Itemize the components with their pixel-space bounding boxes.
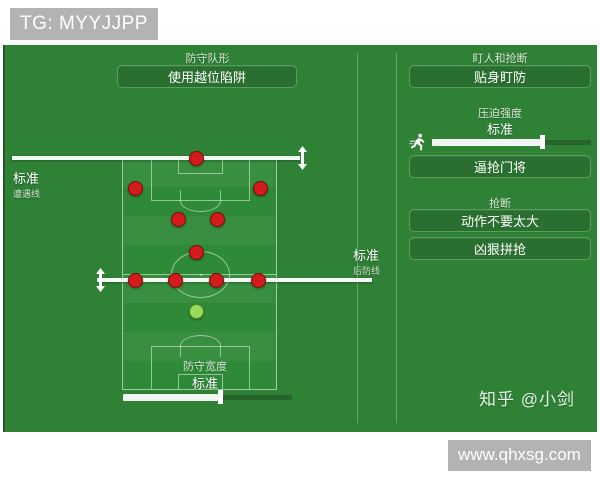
player-token[interactable] — [251, 273, 266, 288]
slider-fill — [432, 139, 541, 146]
defensive-line[interactable] — [97, 278, 372, 282]
slider-knob[interactable] — [540, 135, 546, 149]
defensive-width-value: 标准 — [191, 376, 218, 391]
running-man-icon — [409, 133, 427, 151]
tackling-hard-button[interactable]: 凶狠拼抢 — [409, 237, 591, 260]
goal-area-bottom — [178, 374, 223, 389]
player-token[interactable] — [253, 181, 268, 196]
defensive-line-value: 标准 — [353, 248, 380, 263]
defensive-width-slider[interactable] — [123, 390, 292, 404]
goalkeeper-token[interactable] — [189, 304, 204, 319]
player-token[interactable] — [209, 273, 224, 288]
panel-divider-left — [357, 53, 358, 423]
tactics-panel: 防守队形 使用越位陷阱 — [3, 45, 597, 432]
engagement-line-sublabel: 遭遇线 — [13, 189, 41, 199]
pitch-stripe — [123, 216, 276, 245]
watermark-zhihu: 知乎 @小剑 — [479, 390, 575, 409]
engagement-line[interactable] — [12, 156, 300, 160]
player-token[interactable] — [128, 181, 143, 196]
tackling-title: 抢断 — [489, 198, 511, 210]
defensive-shape-title: 防守队形 — [185, 53, 230, 65]
defensive-line-sublabel: 后防线 — [353, 266, 381, 276]
player-token[interactable] — [189, 245, 204, 260]
defensive-line-handle[interactable] — [94, 267, 107, 293]
player-token[interactable] — [128, 273, 143, 288]
engagement-line-handle[interactable] — [296, 145, 309, 171]
slider-fill — [123, 394, 218, 401]
penalty-arc-top — [180, 190, 221, 212]
pressing-intensity-slider[interactable] — [432, 135, 591, 149]
player-token[interactable] — [168, 273, 183, 288]
panel-divider-right — [396, 53, 397, 423]
press-keeper-button[interactable]: 逼抢门将 — [409, 155, 591, 178]
engagement-line-value: 标准 — [13, 171, 40, 186]
watermark-top-left: TG: MYYJJPP — [10, 8, 158, 40]
vertical-drag-arrows-icon — [298, 146, 307, 170]
goal-area-top — [178, 158, 223, 174]
slider-knob[interactable] — [217, 390, 223, 404]
engagement-line-label: 标准 遭遇线 — [13, 168, 40, 200]
watermark-bottom-right: www.qhxsg.com — [448, 440, 591, 471]
tight-marking-button[interactable]: 贴身盯防 — [409, 65, 591, 88]
defensive-line-label: 标准 后防线 — [353, 245, 380, 277]
defensive-width-title: 防守宽度 — [183, 361, 227, 373]
offside-trap-button[interactable]: 使用越位陷阱 — [117, 65, 297, 88]
pressing-intensity-title: 压迫强度 — [478, 108, 522, 120]
vertical-drag-arrows-icon — [96, 268, 105, 292]
tackling-easy-button[interactable]: 动作不要太大 — [409, 209, 591, 232]
centre-spot — [200, 274, 202, 276]
pressing-intensity-value: 标准 — [486, 122, 513, 137]
marking-title: 盯人和抢断 — [472, 53, 528, 65]
player-token[interactable] — [210, 212, 225, 227]
player-token[interactable] — [171, 212, 186, 227]
player-token[interactable] — [189, 151, 204, 166]
penalty-arc-bottom — [180, 335, 221, 357]
